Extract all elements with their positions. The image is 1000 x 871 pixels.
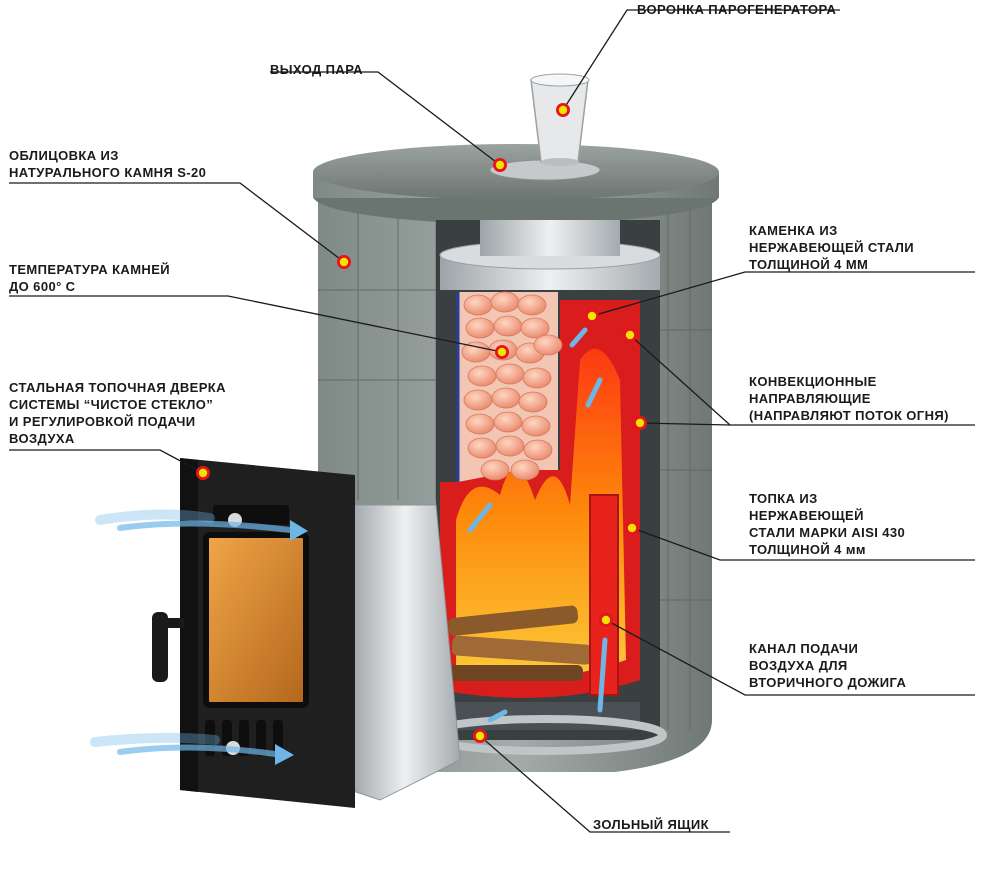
leader-line-funnel [562,9,840,111]
marker-ash-box [473,729,487,743]
leader-lines [9,9,975,833]
heater-stone [490,291,520,313]
leader-line-stones-temp [9,295,503,353]
leader-line-ash-box [479,735,730,833]
air-flow-arrows [90,327,608,765]
marker-air-channel [599,613,613,627]
marker-firebox [625,521,639,535]
label-cladding: ОБЛИЦОВКА ИЗ НАТУРАЛЬНОГО КАМНЯ S-20 [9,148,207,180]
heater-stone [463,389,493,411]
heater-stone [491,387,521,409]
heater-stone [495,435,525,457]
heater-stone [523,439,553,461]
marker-stones-temp [495,345,509,359]
heater-stone [517,294,547,316]
heater-stone [522,367,552,389]
heater-stone [510,459,540,481]
heater-stone [493,411,523,433]
heater-stone [533,334,563,356]
marker-door [196,466,210,480]
marker-heater [585,309,599,323]
leader-line-firebox [631,527,975,561]
label-funnel: ВОРОНКА ПАРОГЕНЕРАТОРА [637,2,837,17]
heater-stone [495,363,525,385]
marker-steam [493,158,507,172]
top-slab [313,144,719,224]
heater-stone [463,294,493,316]
label-stone-temperature: ТЕМПЕРАТУРА КАМНЕЙ ДО 600° С [9,262,171,294]
marker-funnel [556,103,570,117]
label-convection-guides: КОНВЕКЦИОННЫЕ НАПРАВЛЯЮЩИЕ (НАПРАВЛЯЮТ П… [749,374,949,423]
label-door: СТАЛЬНАЯ ТОПОЧНАЯ ДВЕРКА СИСТЕМЫ “ЧИСТОЕ… [9,380,226,446]
marker-cladding [337,255,351,269]
label-air-channel: КАНАЛ ПОДАЧИ ВОЗДУХА ДЛЯ ВТОРИЧНОГО ДОЖИ… [749,641,907,690]
label-firebox: ТОПКА ИЗ НЕРЖАВЕЮЩЕЙ СТАЛИ МАРКИ AISI 43… [749,491,906,557]
callout-markers [196,103,647,743]
leader-line-guides2 [639,422,731,426]
heater-stone [465,317,495,339]
heater-stones [461,291,563,481]
marker-guides-upper [623,328,637,342]
heater-stone [520,317,550,339]
leader-line-door [9,449,204,474]
heater-stone [480,459,510,481]
marker-guides-lower [633,416,647,430]
leader-line-air-channel [605,619,975,696]
steam-funnel [530,73,590,166]
label-steam-outlet: ВЫХОД ПАРА [270,62,363,77]
heater-stone [518,391,548,413]
label-heater: КАМЕНКА ИЗ НЕРЖАВЕЮЩЕЙ СТАЛИ ТОЛЩИНОЙ 4 … [749,223,915,272]
heater-stone [521,415,551,437]
fire-door [152,458,355,808]
label-ash-box: ЗОЛЬНЫЙ ЯЩИК [593,817,709,832]
leader-line-cladding [9,182,345,263]
leader-line-heater [591,271,975,317]
heater-stone [467,365,497,387]
heater-stone [467,437,497,459]
heater-stone [493,315,523,337]
cutaway-interior [423,220,667,755]
leader-line-steam [270,71,501,166]
heater-stone [465,413,495,435]
